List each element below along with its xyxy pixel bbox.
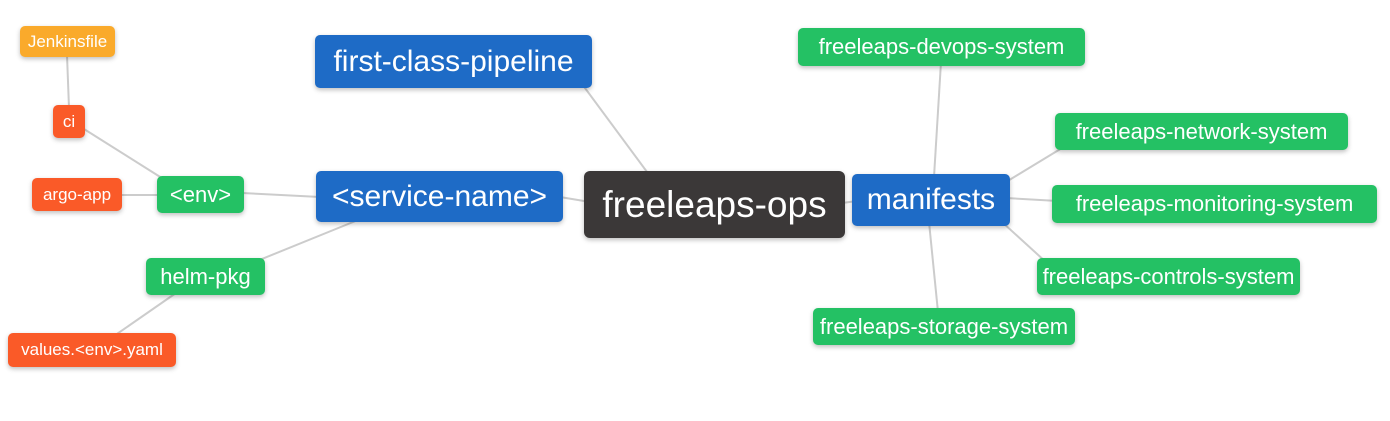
node-jenkinsfile[interactable]: Jenkinsfile (20, 26, 115, 57)
edge-manifests-network (1005, 147, 1063, 183)
edge-service-name-helm-pkg (251, 219, 359, 264)
edge-helm-pkg-values (113, 292, 177, 337)
edge-manifests-storage (928, 221, 939, 313)
node-freeleaps-network-system[interactable]: freeleaps-network-system (1055, 113, 1348, 150)
node-helm-pkg[interactable]: helm-pkg (146, 258, 265, 295)
node-env[interactable]: <env> (157, 176, 244, 213)
node-values-env-yaml[interactable]: values.<env>.yaml (8, 333, 176, 367)
edge-manifests-monitoring (1005, 197, 1059, 202)
node-manifests[interactable]: manifests (852, 174, 1010, 226)
edge-manifests-devops (933, 61, 942, 178)
node-freeleaps-storage-system[interactable]: freeleaps-storage-system (813, 308, 1075, 345)
node-service-name[interactable]: <service-name> (316, 171, 563, 222)
edge-env-service-name (241, 192, 321, 198)
node-freeleaps-ops[interactable]: freeleaps-ops (584, 171, 845, 238)
node-freeleaps-monitoring-system[interactable]: freeleaps-monitoring-system (1052, 185, 1377, 223)
edge-jenkinsfile-ci (66, 54, 70, 109)
edge-manifests-controls (1001, 221, 1048, 264)
node-freeleaps-devops-system[interactable]: freeleaps-devops-system (798, 28, 1085, 66)
node-first-class-pipeline[interactable]: first-class-pipeline (315, 35, 592, 88)
node-ci[interactable]: ci (53, 105, 85, 138)
node-freeleaps-controls-system[interactable]: freeleaps-controls-system (1037, 258, 1300, 295)
edge-pipeline-ops (581, 83, 651, 177)
node-argo-app[interactable]: argo-app (32, 178, 122, 211)
edge-ci-env (83, 128, 166, 181)
